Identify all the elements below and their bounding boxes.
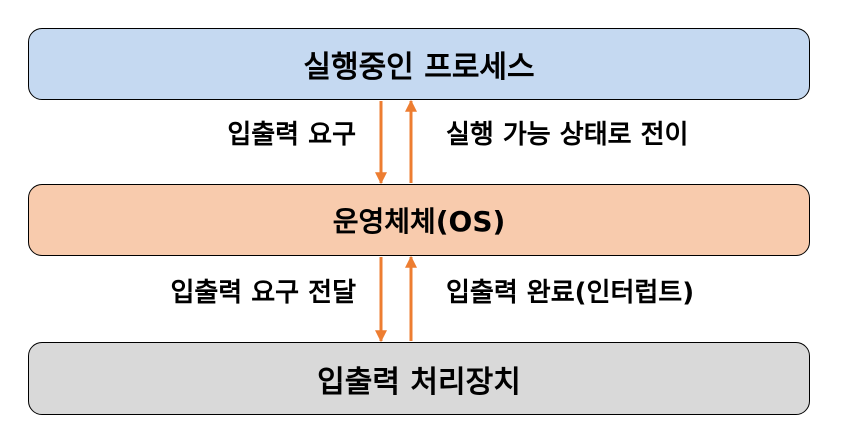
io-request-label: 입출력 요구 — [227, 120, 356, 150]
io-device-box: 입출력 처리장치 — [28, 342, 810, 415]
running-process-box: 실행중인 프로세스 — [28, 28, 810, 100]
io-device-label: 입출력 처리장치 — [317, 364, 521, 400]
running-process-label: 실행중인 프로세스 — [303, 50, 535, 85]
io-forward-label: 입출력 요구 전달 — [170, 278, 356, 308]
operating-system-box: 운영체체(OS) — [28, 184, 810, 256]
operating-system-label: 운영체체(OS) — [332, 205, 506, 238]
io-complete-label: 입출력 완료(인터럽트) — [446, 278, 695, 308]
transition-label: 실행 가능 상태로 전이 — [446, 120, 689, 150]
